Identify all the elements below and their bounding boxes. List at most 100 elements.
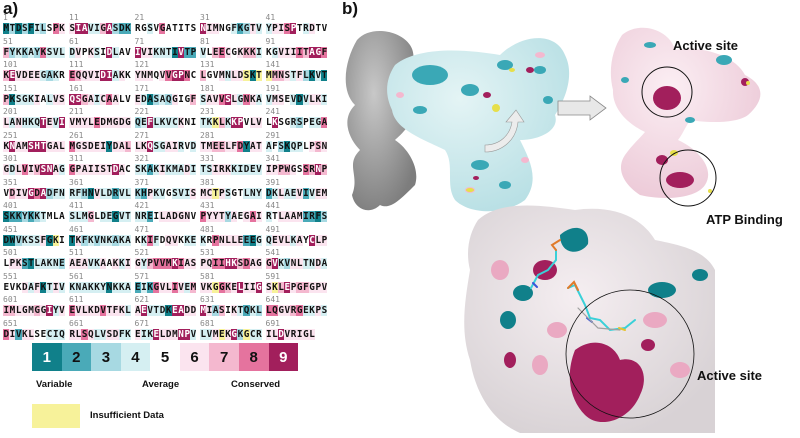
residue: V bbox=[118, 211, 125, 222]
residue: A bbox=[106, 23, 113, 34]
residue: E bbox=[93, 140, 100, 152]
residue: F bbox=[272, 140, 278, 152]
residue-sequence: LANHKQTEVI bbox=[3, 117, 67, 129]
residue: Q bbox=[271, 305, 278, 316]
scale-cell-5: 5 bbox=[150, 343, 180, 371]
residue-sequence: SKAKIKMADI bbox=[134, 164, 199, 176]
residue-number: 131 bbox=[200, 60, 215, 69]
residue: G bbox=[315, 117, 322, 128]
residue-number: 291 bbox=[265, 130, 280, 140]
residue: V bbox=[159, 187, 166, 199]
residue: M bbox=[69, 140, 76, 152]
residue: I bbox=[212, 258, 219, 269]
residue: A bbox=[249, 258, 256, 269]
residue: S bbox=[218, 305, 225, 316]
residue: M bbox=[265, 70, 272, 81]
residue: K bbox=[271, 117, 278, 128]
residue: I bbox=[212, 164, 219, 175]
residue: I bbox=[9, 328, 16, 340]
residue: G bbox=[40, 70, 47, 81]
residue-number: 161 bbox=[69, 83, 84, 93]
residue-number: 221 bbox=[134, 107, 149, 116]
residue: S bbox=[69, 23, 76, 34]
residue: I bbox=[93, 164, 100, 175]
residue: F bbox=[190, 93, 197, 105]
residue: S bbox=[277, 93, 285, 105]
residue: R bbox=[290, 328, 297, 340]
residue: A bbox=[165, 23, 172, 34]
residue: M bbox=[212, 328, 219, 340]
residue: V bbox=[255, 117, 262, 128]
residue-number: 11 bbox=[69, 13, 79, 22]
residue: Q bbox=[165, 93, 172, 105]
residue: V bbox=[87, 23, 94, 34]
residue-number: 151 bbox=[3, 83, 18, 93]
residue-sequence: RLSQLVSDFK bbox=[69, 328, 133, 341]
residue: V bbox=[177, 281, 184, 293]
residue: V bbox=[177, 187, 184, 199]
residue: K bbox=[93, 258, 100, 269]
residue: D bbox=[3, 234, 10, 246]
residue: D bbox=[315, 258, 322, 269]
residue: T bbox=[46, 281, 53, 293]
residue: V bbox=[321, 281, 328, 293]
residue: I bbox=[106, 70, 113, 81]
residue: C bbox=[125, 164, 131, 175]
residue: I bbox=[171, 46, 178, 58]
residue: I bbox=[177, 258, 184, 269]
residue: L bbox=[33, 258, 41, 269]
residue: S bbox=[296, 117, 303, 128]
residue: F bbox=[296, 70, 303, 81]
residue: L bbox=[124, 140, 131, 152]
residue: R bbox=[255, 328, 262, 340]
residue-number: 571 bbox=[134, 271, 149, 281]
residue: A bbox=[321, 258, 328, 269]
residue: G bbox=[284, 117, 291, 128]
residue: F bbox=[112, 305, 119, 316]
residue: A bbox=[118, 140, 125, 152]
residue: K bbox=[69, 281, 76, 293]
residue: G bbox=[218, 281, 225, 293]
residue: M bbox=[106, 117, 113, 128]
residue: A bbox=[106, 258, 113, 269]
residue: L bbox=[230, 70, 238, 81]
residue: D bbox=[9, 164, 16, 175]
residue: I bbox=[146, 234, 154, 246]
residue-number: 191 bbox=[265, 83, 280, 93]
residue: N bbox=[224, 70, 231, 81]
residue: I bbox=[124, 258, 131, 269]
residue: K bbox=[125, 70, 131, 81]
residue: S bbox=[153, 93, 160, 105]
residue: Y bbox=[212, 211, 219, 222]
residue: V bbox=[15, 70, 22, 81]
residue: K bbox=[271, 281, 278, 293]
residue: V bbox=[153, 23, 160, 34]
residue-number: 641 bbox=[265, 295, 280, 304]
residue-sequence: KKIFDQVKKE bbox=[135, 234, 199, 247]
residue: P bbox=[212, 234, 219, 246]
residue: S bbox=[112, 23, 119, 34]
residue-sequence: PYYTYAEGAI bbox=[200, 211, 264, 223]
residue: Q bbox=[33, 117, 41, 128]
residue-number: 341 bbox=[265, 154, 280, 163]
residue: M bbox=[200, 305, 207, 316]
residue: I bbox=[249, 281, 256, 293]
residue: Y bbox=[9, 46, 16, 58]
residue: P bbox=[200, 258, 207, 269]
residue: G bbox=[87, 211, 94, 222]
residue: L bbox=[218, 117, 225, 128]
panel-b-label: b) bbox=[342, 0, 359, 18]
residue-number: 611 bbox=[69, 295, 84, 304]
residue: T bbox=[40, 117, 47, 128]
residue: T bbox=[106, 164, 113, 175]
residue: G bbox=[290, 164, 297, 175]
